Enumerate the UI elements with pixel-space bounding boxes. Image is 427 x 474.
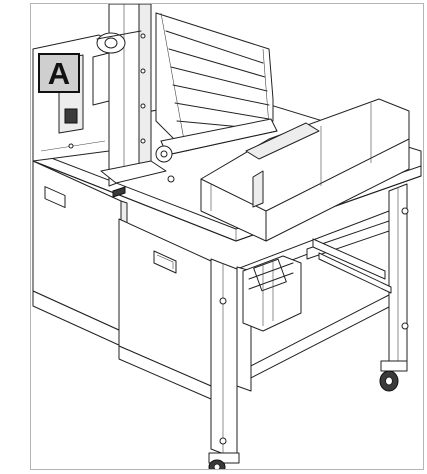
leg-hole [219, 297, 227, 305]
right-cabinet [118, 218, 212, 400]
steel-frame [210, 183, 409, 460]
figure-frame: A [30, 3, 424, 470]
protective-hood [200, 98, 410, 242]
left-cabinet-handle [44, 186, 66, 209]
leg-hole [401, 207, 409, 215]
conveyor-tray [155, 12, 274, 152]
leg-hole [219, 437, 227, 445]
tray-roller [155, 118, 278, 163]
slide-rails [312, 238, 392, 294]
machine-line-drawing [32, 4, 422, 469]
table-fittings [68, 143, 175, 198]
lower-roller [242, 255, 302, 332]
right-cabinet-handle [153, 250, 177, 274]
front-leg [210, 258, 238, 460]
hood-handle [252, 170, 264, 208]
caster-right [379, 360, 408, 392]
motor-unit [32, 30, 142, 162]
leg-hole [401, 322, 409, 330]
callout-label: A [38, 53, 80, 93]
caster-front [208, 452, 240, 469]
